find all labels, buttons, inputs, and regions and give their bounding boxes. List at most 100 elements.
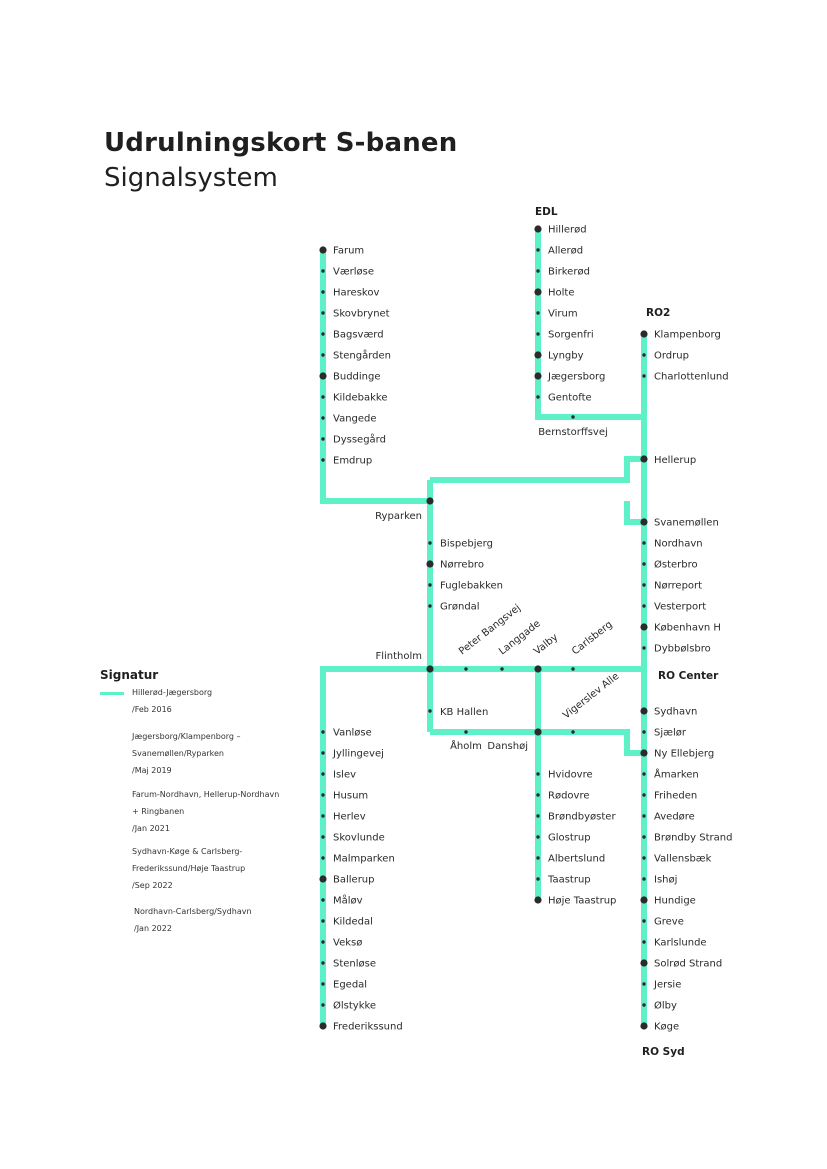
station-dot bbox=[534, 728, 542, 736]
station-label: Sorgenfri bbox=[548, 330, 594, 341]
station-label: Nordhavn bbox=[654, 539, 703, 550]
track-ryparken-svanemollen bbox=[624, 501, 644, 525]
station-label: Islev bbox=[333, 770, 356, 781]
station-dot bbox=[321, 856, 325, 860]
station-dot bbox=[536, 311, 540, 315]
station-label: Dybbølsbro bbox=[654, 644, 711, 655]
station-dot bbox=[321, 311, 325, 315]
station-dot bbox=[642, 793, 646, 797]
station-label: Glostrup bbox=[548, 833, 591, 844]
station-dot bbox=[642, 772, 646, 776]
station-dot bbox=[428, 583, 432, 587]
station-dot bbox=[428, 604, 432, 608]
station-dot bbox=[536, 856, 540, 860]
station-label: Solrød Strand bbox=[654, 959, 722, 970]
station-dot bbox=[321, 835, 325, 839]
station-label: Vangede bbox=[333, 414, 377, 425]
station-dot bbox=[321, 751, 325, 755]
legend-item: Jægersborg/Klampenborg – Svanemøllen/Ryp… bbox=[132, 732, 241, 775]
station-label: Køge bbox=[654, 1022, 679, 1033]
region-label-ro-syd: RO Syd bbox=[642, 1046, 685, 1058]
station-dot bbox=[536, 269, 540, 273]
station-dot bbox=[642, 541, 646, 545]
station-dot bbox=[321, 772, 325, 776]
station-dot bbox=[534, 896, 542, 904]
station-label: Jægersborg bbox=[547, 372, 605, 383]
station-dot bbox=[642, 646, 646, 650]
station-dot bbox=[319, 875, 327, 883]
station-dot bbox=[426, 665, 434, 673]
station-label: Bernstorffsvej bbox=[538, 427, 608, 438]
track-hellerup-ryparken-upper bbox=[430, 456, 644, 483]
station-dot bbox=[642, 940, 646, 944]
region-label-ro2: RO2 bbox=[646, 307, 670, 319]
station-dot bbox=[642, 730, 646, 734]
region-label-ro-center: RO Center bbox=[658, 670, 719, 682]
station-dot bbox=[642, 814, 646, 818]
station-label: Friheden bbox=[654, 791, 697, 802]
station-dot bbox=[571, 415, 575, 419]
station-dot bbox=[536, 814, 540, 818]
station-label: Kildebakke bbox=[333, 393, 387, 404]
station-label: Hillerød bbox=[548, 225, 587, 236]
station-label: Grøndal bbox=[440, 602, 480, 613]
track-frederikssund-line bbox=[320, 666, 644, 1025]
station-dot bbox=[640, 959, 648, 967]
station-label: KB Hallen bbox=[440, 707, 488, 718]
legend-item: Hillerød-Jægersborg /Feb 2016 bbox=[132, 688, 213, 714]
station-dot bbox=[536, 793, 540, 797]
station-dot bbox=[321, 919, 325, 923]
station-label: Vesterport bbox=[654, 602, 706, 613]
station-dot bbox=[642, 374, 646, 378]
station-dot bbox=[428, 541, 432, 545]
station-dot bbox=[321, 269, 325, 273]
station-label: Karlslunde bbox=[654, 938, 707, 949]
station-label: Værløse bbox=[333, 267, 374, 278]
station-dot bbox=[321, 898, 325, 902]
station-label: København H bbox=[654, 623, 721, 634]
station-dot bbox=[321, 437, 325, 441]
legend-item: Farum-Nordhavn, Hellerup-Nordhavn + Ring… bbox=[132, 790, 280, 833]
station-label: Høje Taastrup bbox=[548, 896, 616, 907]
station-dot bbox=[321, 730, 325, 734]
station-dot bbox=[464, 730, 468, 734]
station-label: Valby bbox=[532, 632, 560, 657]
station-label: Taastrup bbox=[547, 875, 591, 886]
station-label: Farum bbox=[333, 246, 364, 257]
station-dot bbox=[321, 332, 325, 336]
station-label: Ølby bbox=[654, 1000, 677, 1012]
station-label: Birkerød bbox=[548, 267, 590, 278]
station-dot bbox=[640, 330, 648, 338]
station-label: Fuglebakken bbox=[440, 581, 503, 592]
station-dot bbox=[642, 982, 646, 986]
station-dot bbox=[464, 667, 468, 671]
legend-title: Signatur bbox=[100, 668, 159, 682]
station-label: Lyngby bbox=[548, 351, 584, 362]
station-label: Hareskov bbox=[333, 288, 379, 299]
station-dot bbox=[642, 604, 646, 608]
station-dot bbox=[536, 877, 540, 881]
region-label-edl: EDL bbox=[535, 206, 558, 218]
station-dot bbox=[321, 793, 325, 797]
station-label: Allerød bbox=[548, 246, 583, 257]
station-label: Svanemøllen bbox=[654, 518, 719, 529]
station-dot bbox=[536, 835, 540, 839]
station-label: Ishøj bbox=[654, 875, 677, 886]
station-label: Vallensbæk bbox=[654, 854, 712, 865]
station-dot bbox=[642, 877, 646, 881]
station-dot bbox=[642, 835, 646, 839]
station-label: Ny Ellebjerg bbox=[654, 749, 714, 760]
station-label: Sjælør bbox=[654, 728, 687, 739]
station-label: Måløv bbox=[333, 894, 363, 907]
station-label: Charlottenlund bbox=[654, 372, 729, 383]
station-label: Jyllingevej bbox=[332, 749, 384, 760]
station-label: Rødovre bbox=[548, 791, 590, 802]
station-label: Hellerup bbox=[654, 455, 696, 466]
legend-track-swatch bbox=[100, 692, 124, 695]
station-dot bbox=[536, 772, 540, 776]
station-dot bbox=[500, 667, 504, 671]
station-dot bbox=[571, 667, 575, 671]
station-dot bbox=[640, 455, 648, 463]
legend-item: Nordhavn-Carlsberg/Sydhavn /Jan 2022 bbox=[134, 907, 252, 933]
